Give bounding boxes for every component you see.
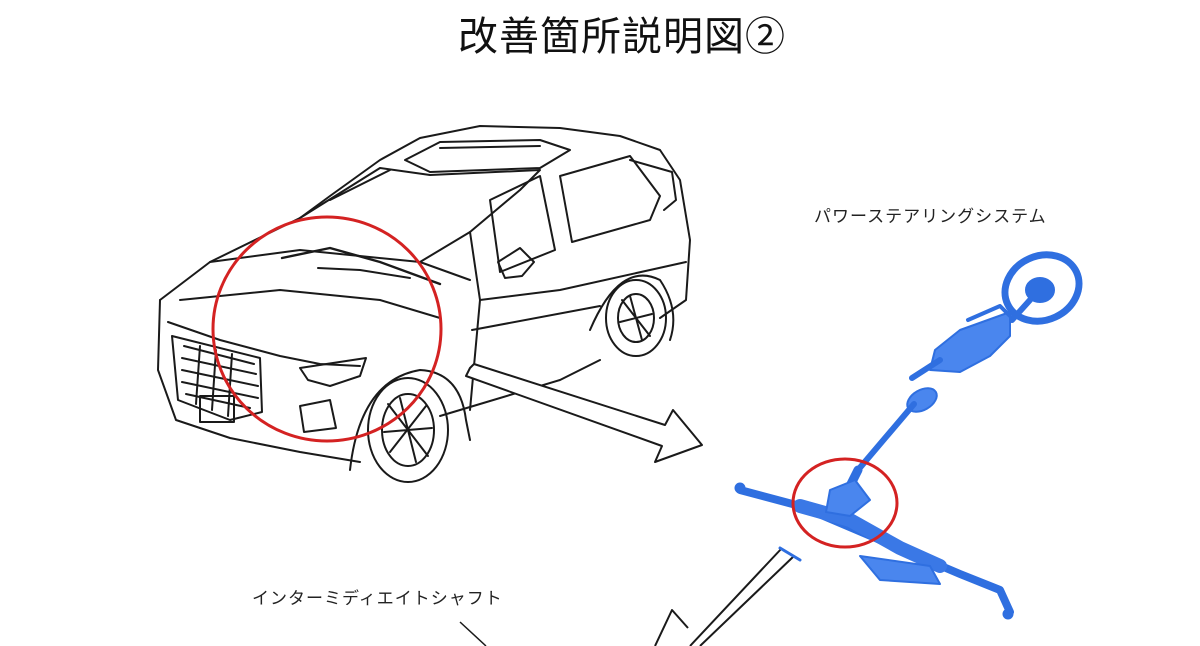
arrow-car-to-steering — [465, 363, 703, 463]
leader-line-intermediate-shaft — [459, 621, 487, 646]
highlight-circle-car — [211, 215, 443, 443]
label-power-steering-system: パワーステアリングシステム — [814, 207, 1047, 227]
label-intermediate-shaft: インターミディエイトシャフト — [252, 589, 503, 609]
steering-wheel — [1001, 251, 1083, 325]
page-title: 改善箇所説明図② — [458, 14, 786, 60]
arrow-to-intermediate-shaft — [654, 547, 795, 646]
car-illustration — [157, 125, 691, 483]
steering-system-illustration — [734, 251, 1083, 620]
highlight-circle-steering — [791, 457, 899, 549]
